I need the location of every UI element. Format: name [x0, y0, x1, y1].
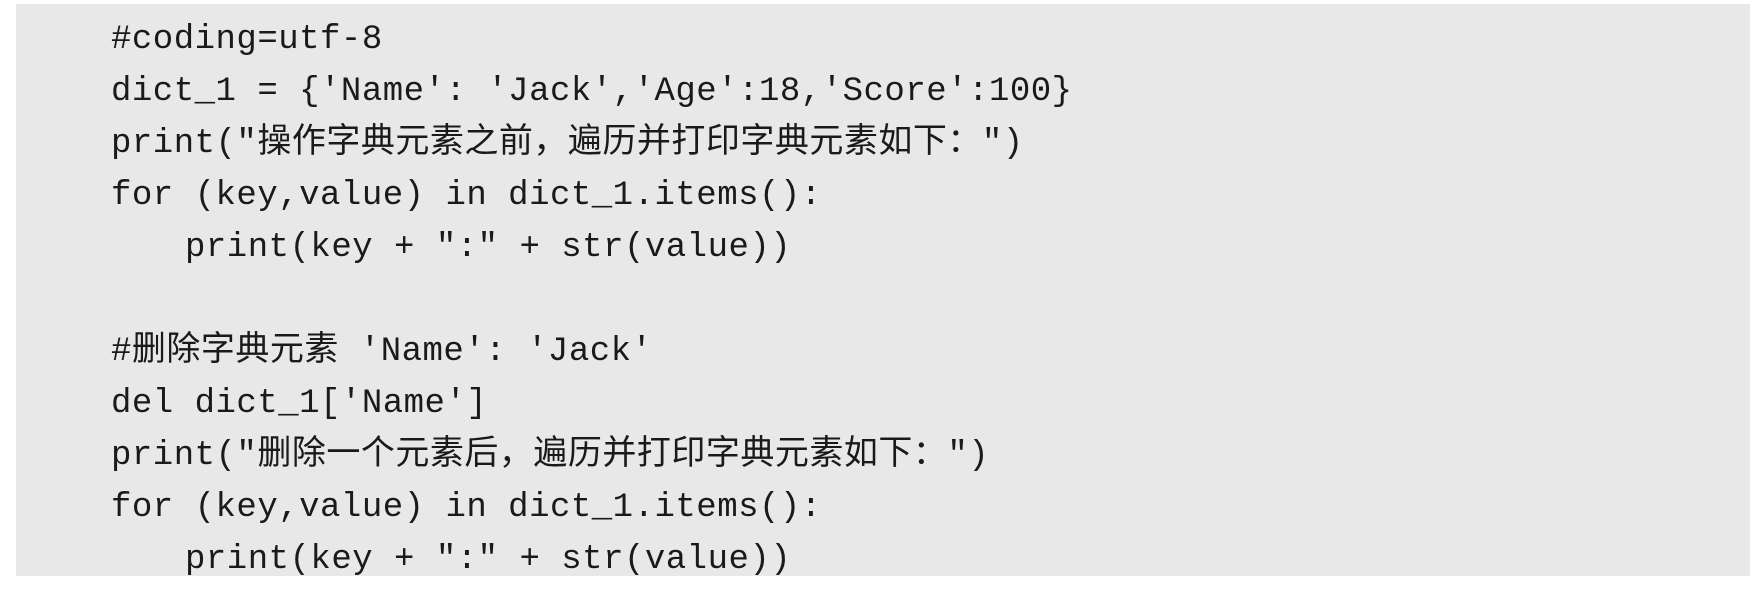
- code-line-print-item-2: print(key + ":" + str(value)): [185, 541, 792, 579]
- code-line-blank: [111, 274, 1750, 326]
- code-line-for-loop-1: for (key,value) in dict_1.items():: [111, 177, 822, 215]
- code-line-del-statement: del dict_1['Name']: [111, 385, 488, 423]
- code-line-coding-comment: #coding=utf-8: [111, 21, 383, 59]
- code-line-print-before: print("操作字典元素之前，遍历并打印字典元素如下："): [111, 125, 1024, 163]
- code-line-print-item-1: print(key + ":" + str(value)): [185, 229, 792, 267]
- code-line-print-after: print("删除一个元素后，遍历并打印字典元素如下："): [111, 437, 990, 475]
- code-line-for-loop-2: for (key,value) in dict_1.items():: [111, 489, 822, 527]
- code-line-delete-comment: #删除字典元素 'Name': 'Jack': [111, 333, 653, 371]
- code-line-dict-assign: dict_1 = {'Name': 'Jack','Age':18,'Score…: [111, 73, 1073, 111]
- code-block: #coding=utf-8 dict_1 = {'Name': 'Jack','…: [16, 4, 1750, 579]
